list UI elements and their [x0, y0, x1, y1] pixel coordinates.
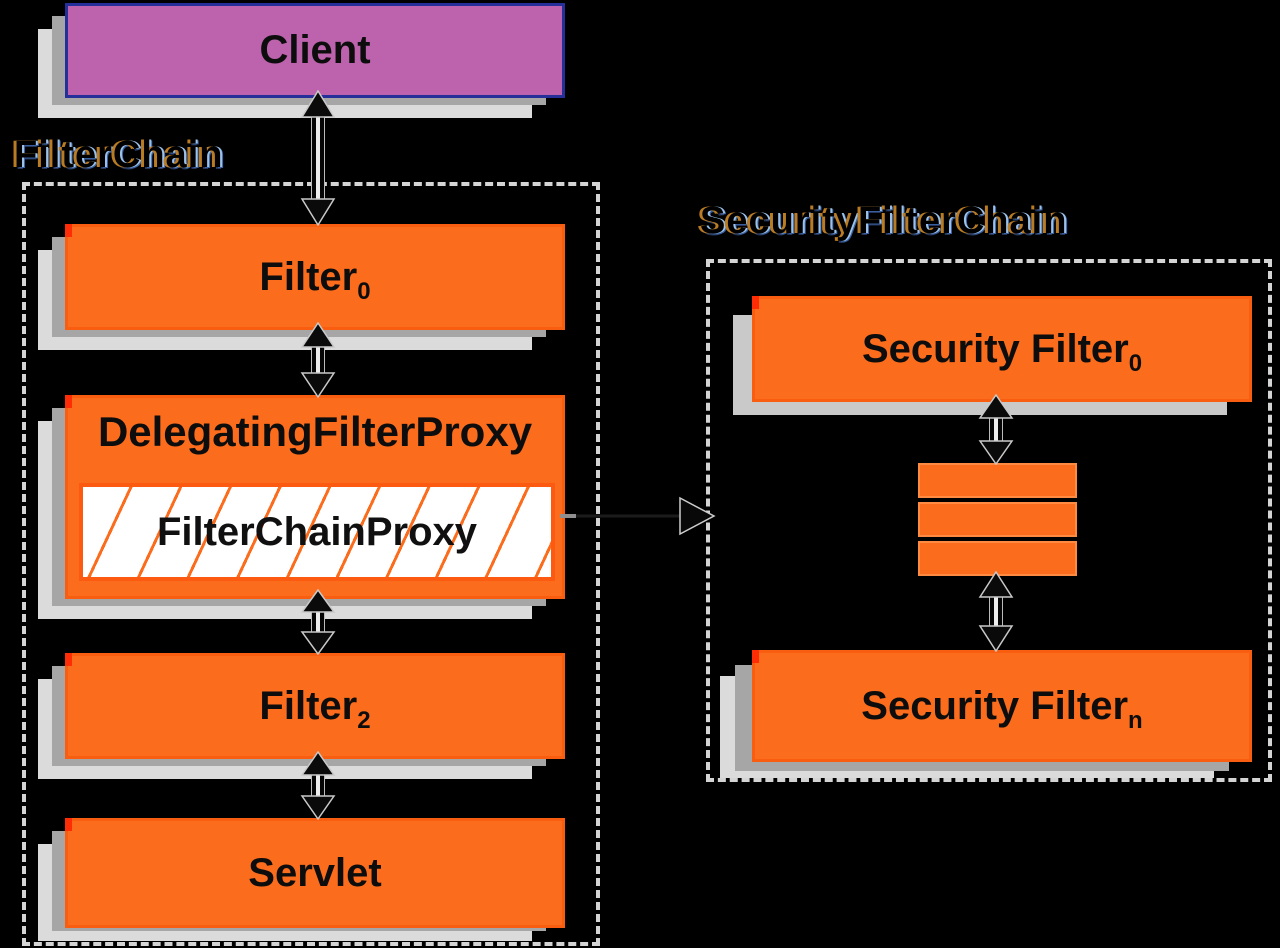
secfilter0-bars-arrow-icon: [978, 394, 1014, 465]
filter2-servlet-arrow-icon: [300, 751, 336, 820]
ellipsis-bar: [918, 502, 1077, 537]
filter2-label: Filter2: [259, 683, 370, 733]
filterchain-title: FilterChain: [14, 134, 224, 176]
filter2-base: Filter: [259, 683, 358, 728]
securityfilterchain-panel: [706, 259, 1272, 782]
filter0-base: Filter: [259, 254, 358, 299]
security-filter0-base: Security Filter: [861, 326, 1129, 371]
filter0-dfp-arrow-icon: [300, 322, 336, 398]
filter0-box: Filter0: [65, 224, 565, 330]
delegating-filter-proxy-box: DelegatingFilterProxy FilterChainProxy: [65, 395, 565, 599]
security-filtern-label: Security Filtern: [861, 683, 1142, 733]
servlet-label: Servlet: [248, 850, 382, 895]
client-label: Client: [259, 28, 371, 72]
ellipsis-bar: [918, 463, 1077, 498]
client-filter0-arrow-icon: [300, 90, 336, 226]
filter2-sub: 2: [357, 706, 371, 734]
securityfilterchain-title: SecurityFilterChain: [700, 200, 1068, 242]
filter0-sub: 0: [357, 277, 371, 305]
servlet-box: Servlet: [65, 818, 565, 928]
client-box: Client: [65, 3, 565, 98]
filter-chain-proxy-box: FilterChainProxy: [79, 483, 555, 581]
security-filter0-label: Security Filter0: [861, 326, 1142, 376]
filter2-box: Filter2: [65, 653, 565, 759]
delegating-filter-proxy-label: DelegatingFilterProxy: [97, 408, 533, 455]
filter0-label: Filter0: [259, 254, 370, 304]
fcp-filter2-arrow-icon: [300, 589, 336, 655]
security-filter0-box: Security Filter0: [752, 296, 1252, 402]
security-filtern-box: Security Filtern: [752, 650, 1252, 762]
filter-chain-proxy-label: FilterChainProxy: [156, 509, 478, 554]
bars-secfiltern-arrow-icon: [978, 571, 1014, 652]
security-filtern-sub: n: [1128, 706, 1143, 734]
security-filter0-sub: 0: [1128, 349, 1143, 377]
delegation-arrow-icon: [560, 496, 716, 536]
security-filtern-base: Security Filter: [861, 683, 1129, 728]
